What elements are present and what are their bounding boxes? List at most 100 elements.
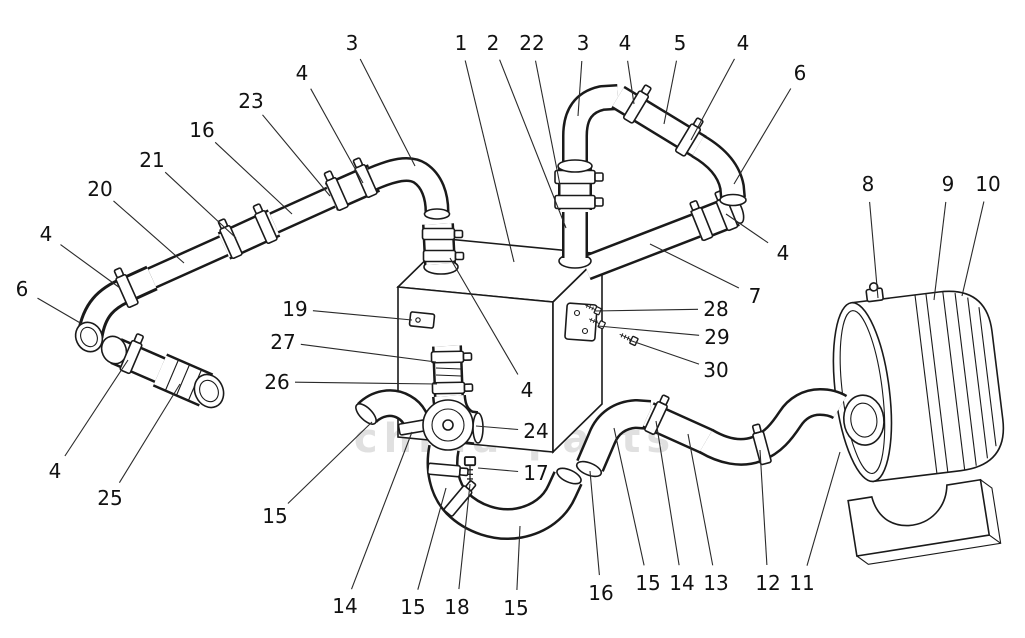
callout-22: 22 — [519, 31, 544, 55]
short-inlet-hose — [355, 389, 441, 436]
leader-line-23 — [262, 114, 331, 197]
leader-line-15 — [287, 421, 373, 504]
callout-3: 3 — [577, 31, 590, 55]
hose-open-end — [575, 460, 603, 478]
callout-9: 9 — [942, 172, 955, 196]
leader-line-25 — [118, 383, 181, 483]
leader-line-4 — [64, 359, 129, 457]
lower-elbow-assembly — [422, 345, 485, 451]
leader-line-18 — [458, 483, 471, 590]
upper-left-pipe-assembly — [74, 156, 451, 353]
leader-line-4 — [627, 60, 635, 105]
bellows-hose-assembly — [100, 331, 225, 409]
callout-18: 18 — [444, 595, 469, 619]
callout-30: 30 — [703, 358, 728, 382]
callout-19: 19 — [282, 297, 307, 321]
leader-line-21 — [164, 171, 237, 239]
callout-4: 4 — [49, 459, 62, 483]
callout-27: 27 — [270, 330, 295, 354]
hose-open-end — [556, 467, 582, 485]
callout-4: 4 — [521, 378, 534, 402]
leader-line-26 — [294, 381, 438, 385]
callout-17: 17 — [523, 461, 548, 485]
hose-clamp — [422, 249, 465, 263]
leader-line-6 — [37, 297, 83, 325]
callout-4: 4 — [619, 31, 632, 55]
hose-clamp — [554, 194, 604, 210]
leader-line-27 — [300, 343, 437, 363]
lower-left-hose — [426, 444, 583, 540]
callout-29: 29 — [704, 325, 729, 349]
leader-line-1 — [464, 60, 515, 263]
callout-7: 7 — [749, 284, 762, 308]
hose-open-end — [100, 335, 128, 365]
leader-line-4 — [690, 58, 735, 141]
callout-25: 25 — [97, 486, 122, 510]
top-center-pipe-assembly — [554, 82, 747, 269]
callout-4: 4 — [296, 61, 309, 85]
hose-clamp — [426, 462, 470, 479]
callout-15: 15 — [503, 596, 528, 620]
elbow-outlet-rim — [472, 412, 484, 444]
leader-line-15 — [417, 487, 447, 590]
leader-line-13 — [687, 433, 714, 566]
leader-line-14 — [350, 431, 413, 590]
leader-line-15 — [613, 427, 645, 566]
coupling-rim — [557, 159, 593, 173]
leader-line-11 — [806, 451, 841, 566]
elbow-open-end — [719, 193, 747, 207]
callout-3: 3 — [346, 31, 359, 55]
callout-4: 4 — [777, 241, 790, 265]
callout-4: 4 — [737, 31, 750, 55]
leader-line-15 — [516, 525, 521, 591]
callout-21: 21 — [139, 148, 164, 172]
leader-line-7 — [649, 243, 740, 289]
callout-15: 15 — [400, 595, 425, 619]
leader-line-4 — [60, 244, 121, 289]
leader-line-9 — [933, 201, 947, 301]
leader-line-6 — [733, 88, 792, 185]
leader-line-10 — [961, 201, 985, 297]
mounting-bracket — [847, 478, 1002, 565]
left-port-coupling — [421, 223, 465, 275]
hose-open-end — [355, 403, 377, 425]
leader-line-5 — [663, 60, 678, 125]
leader-line-22 — [534, 60, 561, 186]
callout-13: 13 — [703, 571, 728, 595]
callout-1: 1 — [455, 31, 468, 55]
filter-fitting-cap — [868, 282, 879, 292]
leader-line-3 — [359, 58, 416, 167]
leader-line-4 — [725, 213, 769, 244]
callout-12: 12 — [755, 571, 780, 595]
callout-5: 5 — [674, 31, 687, 55]
leader-line-12 — [759, 449, 768, 566]
leader-line-30 — [628, 339, 700, 365]
leader-line-2 — [499, 59, 567, 229]
leader-line-17 — [477, 467, 519, 473]
callout-23: 23 — [238, 89, 263, 113]
callout-8: 8 — [862, 172, 875, 196]
callout-16: 16 — [588, 581, 613, 605]
lower-right-hose-run — [575, 388, 848, 478]
callout-24: 24 — [523, 419, 548, 443]
callout-2: 2 — [487, 31, 500, 55]
leader-line-4 — [449, 257, 519, 375]
outlet-pipe-assembly — [581, 188, 745, 281]
callout-4: 4 — [40, 222, 53, 246]
screw-icon — [617, 330, 639, 347]
callout-6: 6 — [794, 61, 807, 85]
leader-line-4 — [310, 88, 364, 184]
callout-10: 10 — [975, 172, 1000, 196]
callout-26: 26 — [264, 370, 289, 394]
leader-line-8 — [869, 201, 879, 299]
leader-line-14 — [655, 420, 680, 566]
callout-28: 28 — [703, 297, 728, 321]
callout-16: 16 — [189, 118, 214, 142]
leader-line-16 — [589, 470, 600, 576]
air-filter-housing — [832, 282, 1005, 483]
callout-20: 20 — [87, 177, 112, 201]
leader-line-3 — [577, 60, 583, 117]
